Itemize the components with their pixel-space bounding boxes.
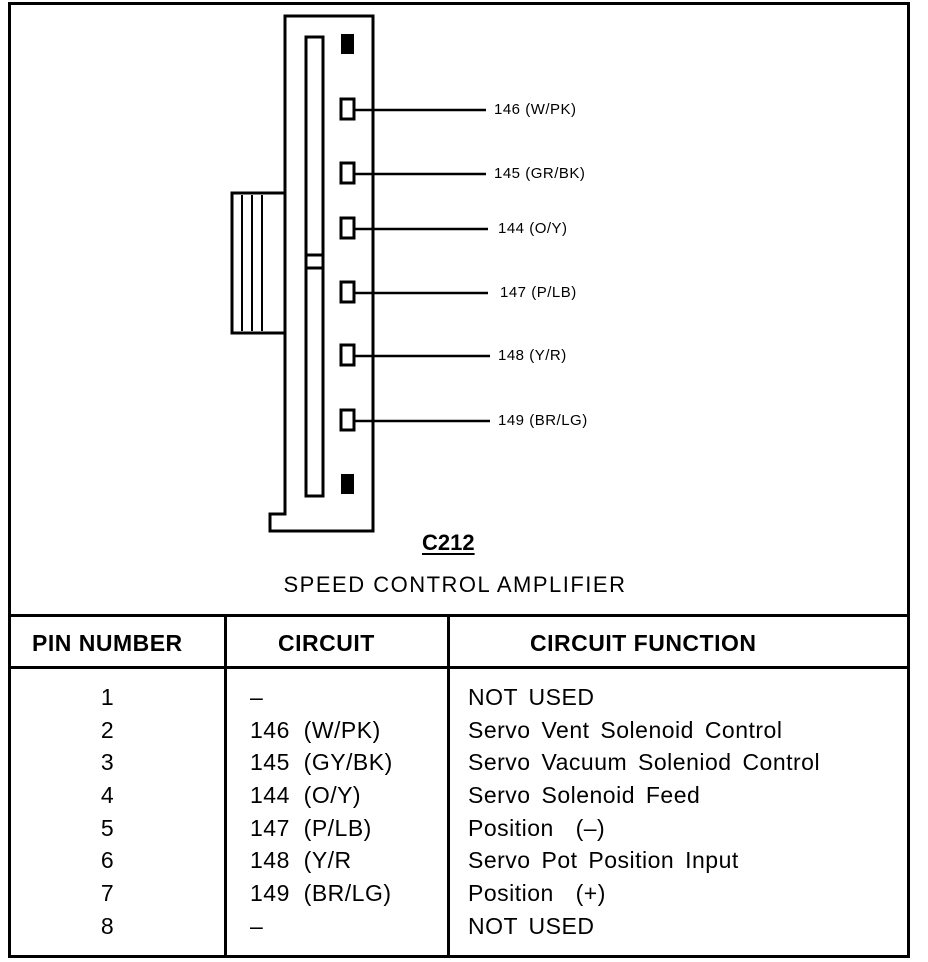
table-top-rule xyxy=(8,614,910,617)
terminal-cavity-5 xyxy=(339,280,356,304)
circuit-function-cell: Servo Solenoid Feed xyxy=(468,782,701,809)
terminal-cavity-8 xyxy=(341,474,354,494)
pin-number-cell: 4 xyxy=(100,782,115,809)
circuit-cell: 148 (Y/R xyxy=(250,847,352,874)
header-circuit: CIRCUIT xyxy=(278,630,375,656)
circuit-function-cell: Servo Vacuum Soleniod Control xyxy=(468,749,821,776)
pin-number-cell: 5 xyxy=(100,814,115,841)
circuit-cell: 147 (P/LB) xyxy=(250,814,372,841)
table-divider-2 xyxy=(447,614,450,958)
connector-housing xyxy=(268,14,375,533)
pin-label-3: 145 (GR/BK) xyxy=(494,165,586,182)
terminal-cavity-1 xyxy=(341,34,354,54)
figure-frame xyxy=(8,2,910,958)
circuit-function-cell: Position (+) xyxy=(468,880,606,907)
connector-diagram xyxy=(230,14,490,533)
pin-label-2: 146 (W/PK) xyxy=(494,101,577,118)
circuit-cell: – xyxy=(250,912,264,939)
circuit-function-cell: NOT USED xyxy=(468,684,595,710)
header-pin-number: PIN NUMBER xyxy=(32,630,183,656)
terminal-cavity-3 xyxy=(339,161,356,185)
terminal-cavity-7 xyxy=(339,408,356,432)
pin-number-cell: 3 xyxy=(100,749,115,776)
circuit-function-cell: Servo Pot Position Input xyxy=(468,847,739,874)
connector-id: C212 xyxy=(422,530,475,555)
circuit-function-cell: Position (–) xyxy=(468,814,606,841)
pin-number-cell: 1 xyxy=(100,684,115,710)
connector-latch xyxy=(230,191,287,335)
table-divider-1 xyxy=(224,614,227,958)
header-circuit-function: CIRCUIT FUNCTION xyxy=(530,630,757,656)
pin-label-6: 148 (Y/R) xyxy=(498,347,567,364)
circuit-function-column: NOT USED Servo Vent Solenoid Control Ser… xyxy=(468,681,820,943)
terminal-cavity-2 xyxy=(339,97,356,121)
pin-number-column: 1 2 3 4 5 6 7 8 xyxy=(60,681,155,943)
pin-label-4: 144 (O/Y) xyxy=(498,220,568,237)
pin-number-cell: 6 xyxy=(100,847,115,874)
pin-label-7: 149 (BR/LG) xyxy=(498,412,588,429)
circuit-function-cell: Servo Vent Solenoid Control xyxy=(468,716,783,743)
circuit-cell: – xyxy=(250,684,264,710)
circuit-column: – 146 (W/PK) 145 (GY/BK) 144 (O/Y) 147 (… xyxy=(250,681,393,943)
circuit-cell: 145 (GY/BK) xyxy=(250,749,393,776)
pin-number-cell: 7 xyxy=(100,880,115,907)
circuit-cell: 146 (W/PK) xyxy=(250,716,381,743)
terminal-cavity-4 xyxy=(339,216,356,240)
terminal-cavity-6 xyxy=(339,343,356,367)
table-header-rule xyxy=(8,666,910,669)
component-name: SPEED CONTROL AMPLIFIER xyxy=(283,572,627,597)
pin-label-5: 147 (P/LB) xyxy=(500,284,577,301)
circuit-function-cell: NOT USED xyxy=(468,912,595,939)
pin-number-cell: 2 xyxy=(100,716,115,743)
pin-number-cell: 8 xyxy=(100,912,115,939)
circuit-cell: 144 (O/Y) xyxy=(250,782,362,809)
circuit-cell: 149 (BR/LG) xyxy=(250,880,392,907)
